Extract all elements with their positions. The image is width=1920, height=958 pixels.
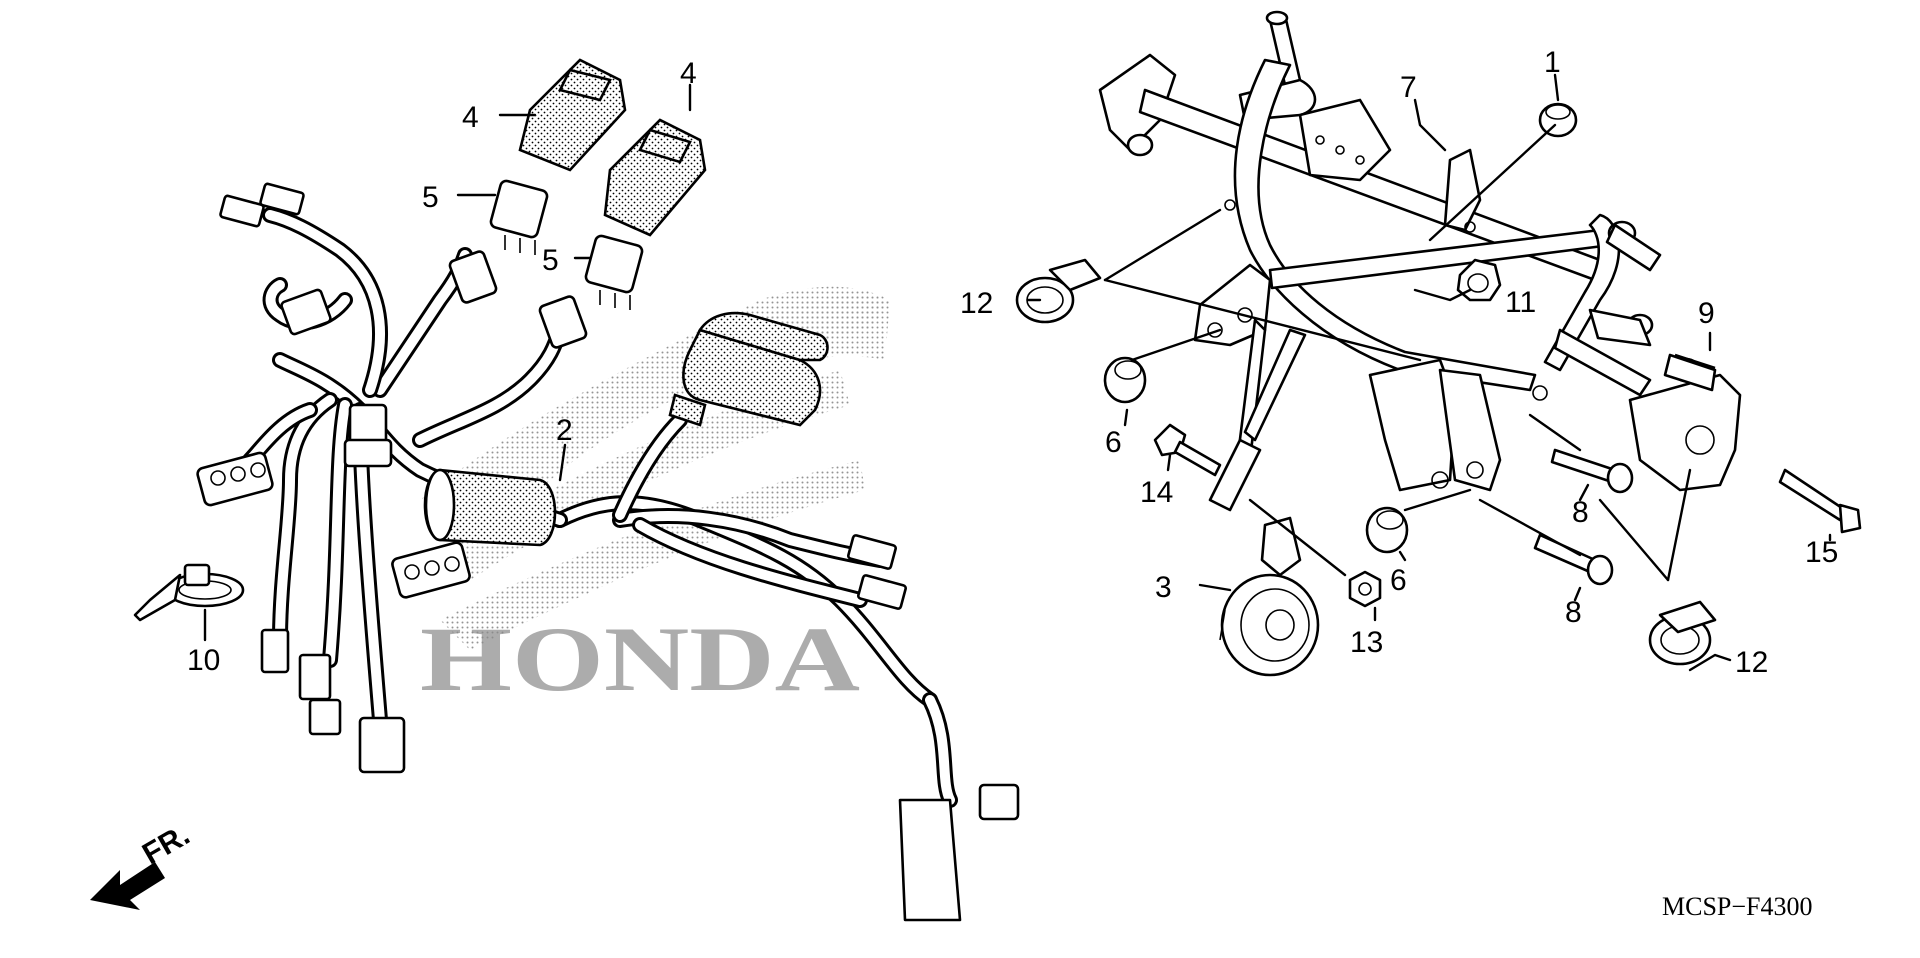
callout-12-right: 12 — [1735, 646, 1768, 679]
callout-6-lower: 6 — [1390, 564, 1407, 597]
callout-8-lower: 8 — [1565, 596, 1582, 629]
grommet-6-upper — [1103, 356, 1147, 404]
callout-7: 7 — [1400, 71, 1417, 104]
bolt-8-lower — [1533, 533, 1614, 586]
callout-5-right: 5 — [542, 244, 559, 277]
relay-5-right — [584, 234, 644, 310]
callout-8-upper: 8 — [1572, 496, 1589, 529]
direction-label: FR. — [137, 818, 195, 871]
grommet-1 — [1538, 102, 1578, 138]
honda-watermark-text: HONDA — [420, 608, 860, 710]
callout-numbers: 1 2 3 4 4 5 5 6 6 7 8 8 9 10 11 12 12 13… — [187, 46, 1838, 679]
harness-connectors — [196, 182, 1020, 922]
callout-4-left: 4 — [462, 101, 479, 134]
callout-6-upper: 6 — [1105, 426, 1122, 459]
nut-13 — [1348, 570, 1382, 608]
front-direction-arrow: FR. — [90, 818, 195, 910]
bolt-14 — [1153, 423, 1222, 477]
callout-11: 11 — [1505, 286, 1536, 319]
clamp-12-right — [1648, 600, 1717, 666]
collar-9 — [1674, 353, 1716, 370]
callout-14: 14 — [1140, 476, 1173, 509]
callout-13: 13 — [1350, 626, 1383, 659]
harness-cylinder-unit — [423, 468, 557, 547]
leader-lines — [203, 73, 1832, 672]
callout-1: 1 — [1544, 46, 1561, 79]
bolt-15 — [1778, 468, 1862, 534]
clamp-12-left — [1015, 258, 1102, 324]
callout-4-right: 4 — [680, 57, 697, 90]
callout-15: 15 — [1805, 536, 1838, 569]
diagram-code: MCSP−F4300 — [1662, 892, 1813, 921]
grommet-6-lower — [1365, 506, 1409, 554]
cable-band-10 — [133, 563, 245, 622]
relay-4-right — [603, 118, 707, 237]
callout-9: 9 — [1698, 297, 1715, 330]
bolt-8-upper — [1550, 448, 1634, 494]
callout-3: 3 — [1155, 571, 1172, 604]
callout-2: 2 — [556, 414, 573, 447]
relay-4-left — [518, 58, 627, 172]
relay-5-left — [489, 179, 549, 255]
callout-5-left: 5 — [422, 181, 439, 214]
headlight-stay-bracket — [1098, 10, 1742, 512]
callout-12-left: 12 — [960, 287, 993, 320]
harness-main-connector — [668, 311, 829, 427]
callout-10: 10 — [187, 644, 220, 677]
